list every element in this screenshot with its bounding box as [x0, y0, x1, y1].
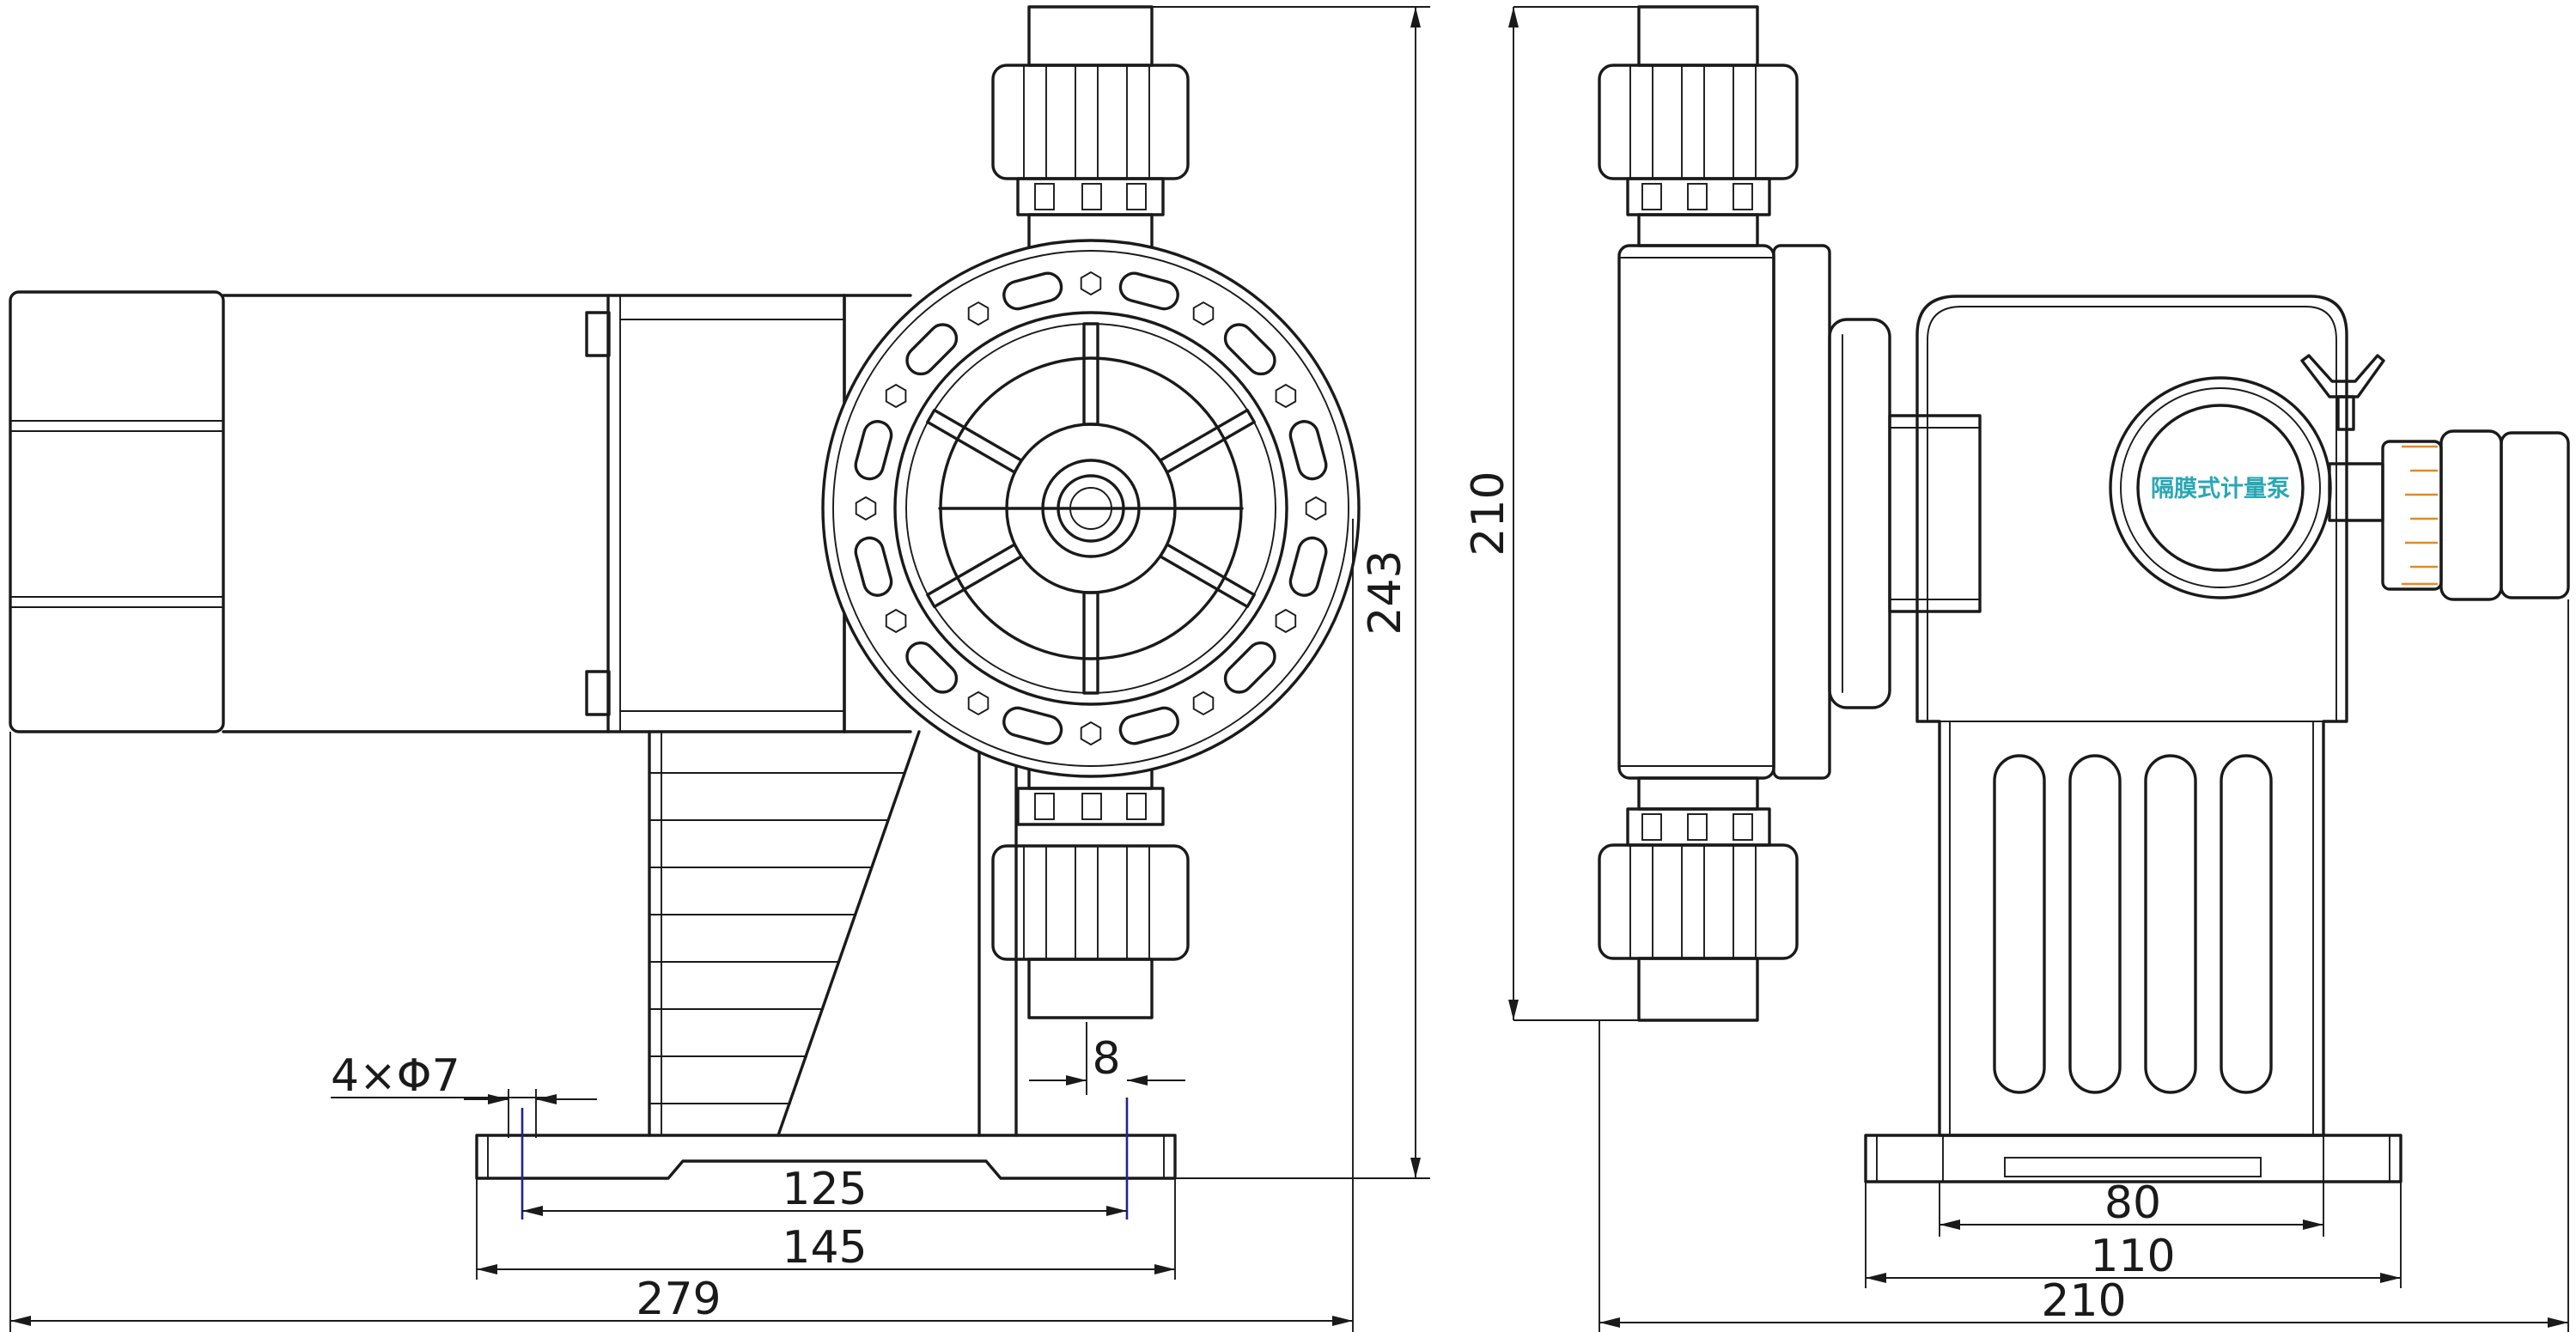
bottom-fitting — [991, 754, 1190, 1019]
flange-bolt — [1192, 301, 1215, 326]
flange-bolt — [967, 690, 990, 715]
flange-slot — [1288, 420, 1328, 481]
top-fitting — [991, 5, 1190, 249]
dim-mount-holes: 4×Φ7 — [331, 1050, 460, 1102]
flange-bolts — [855, 271, 1327, 746]
flange-slot — [1002, 271, 1063, 311]
flange-slot — [1118, 706, 1179, 745]
nameplate-text: 隔膜式计量泵 — [2151, 476, 2290, 502]
flange-bolt — [1192, 690, 1215, 715]
front-dimensions: 243 279 145 125 4×Φ7 8 — [9, 6, 1430, 1332]
dim-overall-height: 243 — [1360, 550, 1411, 635]
flange-bolt — [885, 608, 907, 634]
flange-bolt — [1080, 721, 1102, 746]
flange-slot — [905, 323, 959, 376]
flange-slot — [1118, 271, 1179, 311]
flange-bolt — [855, 496, 877, 521]
flange-slot — [905, 641, 959, 694]
flange-slot — [1288, 536, 1328, 597]
flange-bolt — [1275, 608, 1297, 634]
dim-side-height: 210 — [1463, 471, 1514, 556]
flange-slot — [854, 420, 893, 481]
ribbed-support — [648, 730, 1018, 1137]
base-plate — [475, 1134, 1177, 1180]
flange-slot — [854, 536, 893, 597]
flange-slot — [1002, 706, 1063, 745]
side-dimensions: 210 210 110 80 — [1463, 6, 2569, 1332]
flange-bolt — [1305, 496, 1327, 521]
motor — [9, 290, 611, 733]
flange-bolt — [1080, 271, 1102, 296]
flange-bolt — [885, 383, 907, 409]
dim-hole-spacing: 125 — [782, 1164, 867, 1215]
flange-bolt — [967, 301, 990, 326]
dim-base-outer: 145 — [782, 1222, 867, 1274]
dim-overall-length: 279 — [636, 1274, 721, 1325]
side-view: 隔膜式计量泵 — [1598, 5, 2570, 1183]
flange-slot — [1223, 641, 1276, 694]
dim-side-base-outer: 110 — [2090, 1231, 2175, 1282]
flange-slots — [854, 271, 1328, 745]
stroke-scale-marks — [2402, 445, 2438, 586]
dim-flange-offset: 8 — [1092, 1033, 1120, 1085]
flange-slot — [1223, 323, 1276, 376]
dim-side-width: 210 — [2041, 1275, 2126, 1327]
front-view — [9, 5, 1361, 1219]
flange-bolt — [1275, 383, 1297, 409]
dim-side-base-inner: 80 — [2104, 1177, 2161, 1229]
pump-head-flange — [821, 239, 1361, 778]
